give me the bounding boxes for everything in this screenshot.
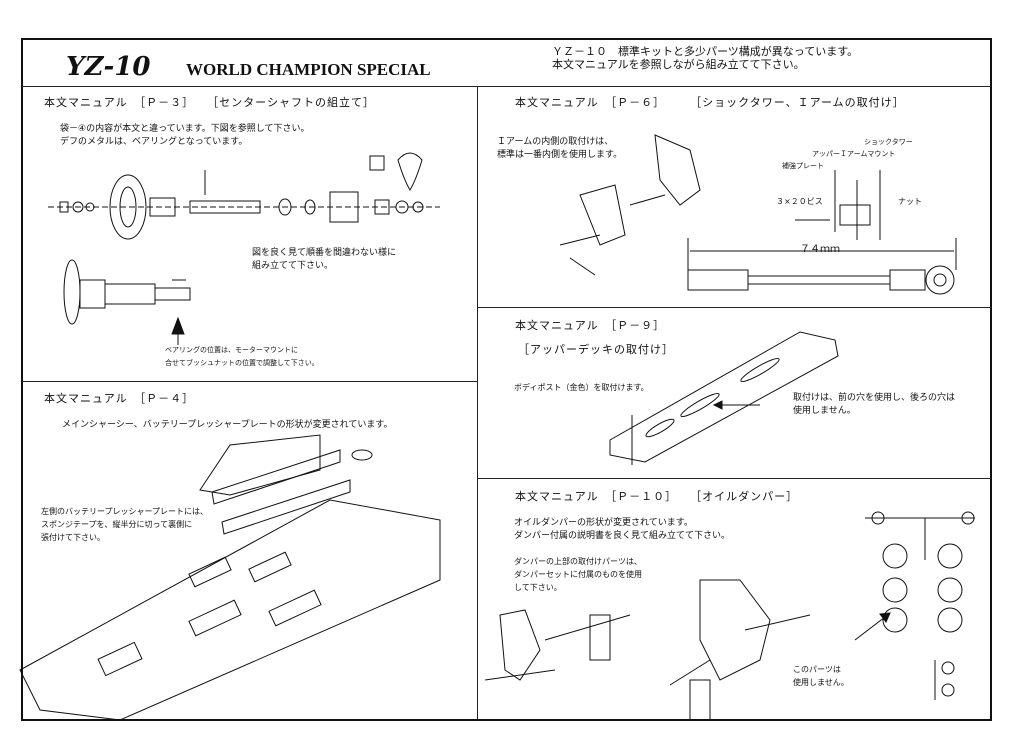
p6-note-1: Ｉアームの内側の取付けは、 xyxy=(497,137,614,147)
p10-top-2: ダンパーセットに付属のものを使用 xyxy=(514,570,642,579)
p6-label-tower: ショックタワー xyxy=(864,138,913,146)
p3-order-2: 組み立てて下さい。 xyxy=(252,261,334,271)
p9-subheading: ［アッパーデッキの取付け］ xyxy=(518,343,674,356)
p6-label-plate: 補強プレート xyxy=(782,162,824,170)
page-frame xyxy=(21,38,992,721)
notice-line-1: ＹＺ－１０ 標準キットと多少パーツ構成が異なっています。 xyxy=(552,45,859,58)
p6-label-upper: アッパーＩアームマウント xyxy=(812,150,896,158)
series-title: WORLD CHAMPION SPECIAL xyxy=(186,60,431,79)
p9-heading: 本文マニュアル ［Ｐ－９］ xyxy=(515,319,666,332)
turnbuckle-rod-drawing xyxy=(687,238,957,295)
p3-order-1: 図を良く見て順番を間違わない様に xyxy=(252,248,397,258)
divider-right-1 xyxy=(477,307,991,308)
p4-heading: 本文マニュアル ［Ｐ－４］ xyxy=(44,392,195,405)
p6-dimension: ７４ｍｍ xyxy=(800,244,840,255)
divider-center xyxy=(477,87,478,720)
p6-label-nut: ナット xyxy=(898,197,922,206)
p6-heading: 本文マニュアル ［Ｐ－６］ ［ショックタワー、Ｉアームの取付け］ xyxy=(515,96,905,109)
p10-top-3: して下さい。 xyxy=(514,583,562,592)
p9-hole-1: 取付けは、前の穴を使用し、後ろの穴は xyxy=(793,393,956,403)
p10-unused-2: 使用しません。 xyxy=(793,678,849,687)
upper-deck-drawing xyxy=(609,331,839,465)
p4-left-2: スポンジテープを、縦半分に切って裏側に xyxy=(41,520,193,529)
p3-heading: 本文マニュアル ［Ｐ－３］ ［センターシャフトの組立て］ xyxy=(44,96,375,109)
header-notice: ＹＺ－１０ 標準キットと多少パーツ構成が異なっています。 本文マニュアルを参照し… xyxy=(552,45,858,71)
center-shaft-assembled-drawing xyxy=(63,259,191,345)
p9-post-note: ボディポスト（金色）を取付けます。 xyxy=(514,383,649,392)
p6-note-2: 標準は一番内側を使用します。 xyxy=(497,150,623,160)
p4-note: メインシャーシー、バッテリープレッシャープレートの形状が変更されています。 xyxy=(62,420,393,430)
p4-left-3: 張付けて下さい。 xyxy=(41,533,105,542)
model-title: YZ-10 xyxy=(66,52,151,82)
main-chassis-drawing xyxy=(19,434,441,721)
p6-label-screw: ３×２０ビス xyxy=(776,197,823,206)
shock-tower-drawing xyxy=(559,134,881,276)
p3-bearing-1: ベアリングの位置は、モーターマウントに xyxy=(165,346,298,354)
p3-note-2: デフのメタルは、ベアリングとなっています。 xyxy=(60,137,248,147)
p4-left-1: 左側のバッテリープレッシャープレートには、 xyxy=(41,507,209,516)
p10-note-1: オイルダンパーの形状が変更されています。 xyxy=(514,518,693,528)
damper-rear-drawing xyxy=(669,579,811,721)
divider-header xyxy=(22,86,991,87)
p3-bearing-2: 合せてブッシュナットの位置で調整して下さい。 xyxy=(165,359,319,367)
p3-note-1: 袋－④の内容が本文と違っています。下図を参照して下さい。 xyxy=(60,124,310,134)
notice-line-2: 本文マニュアルを参照しながら組み立てて下さい。 xyxy=(552,58,805,71)
p10-unused-1: このパーツは xyxy=(793,665,841,674)
p10-heading: 本文マニュアル ［Ｐ－１０］ ［オイルダンパー］ xyxy=(515,490,799,503)
divider-left xyxy=(22,381,477,382)
p9-hole-2: 使用しません。 xyxy=(793,406,856,416)
damper-front-drawing xyxy=(484,609,631,681)
damper-parts-tree-drawing xyxy=(854,511,975,700)
p10-note-2: ダンパー付属の説明書を良く見て組み立てて下さい。 xyxy=(514,531,731,541)
p10-top-1: ダンパーの上部の取付けパーツは、 xyxy=(514,557,642,566)
divider-right-2 xyxy=(477,478,991,479)
center-shaft-exploded-drawing xyxy=(48,152,440,240)
